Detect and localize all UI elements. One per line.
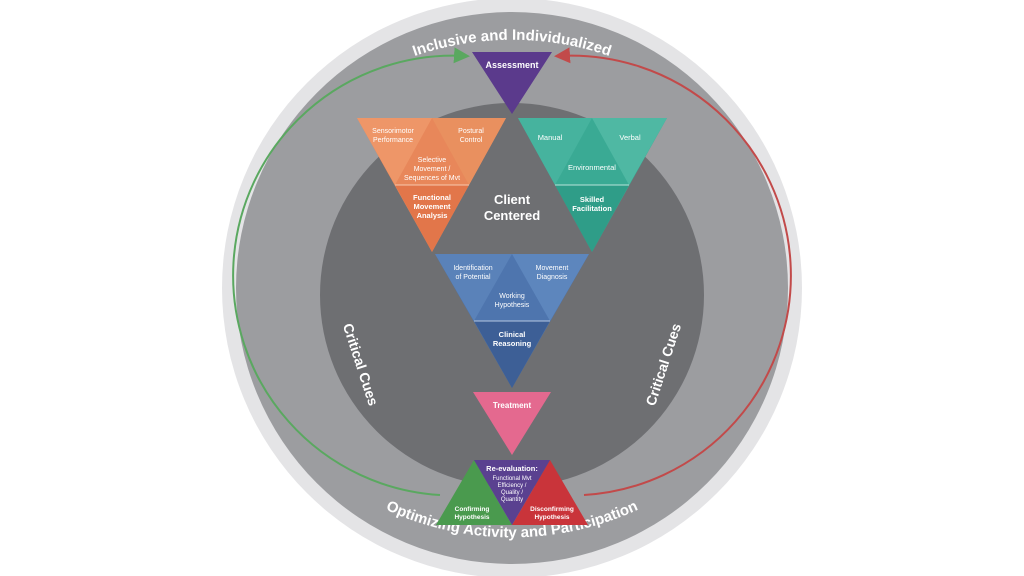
clinical-title-1: Clinical [499,330,526,339]
reevaluation-line-4: Quantity [501,497,523,503]
skilled-facilitation: Manual Verbal Environmental Skilled Faci… [518,118,667,252]
clinical-movement-1: Movement [536,265,569,272]
fma-sub-sensorimotor [357,118,432,185]
confirming-line-1: Confirming [455,506,490,513]
disconfirming-triangle [512,460,588,525]
clinical-sub-movement [512,254,589,321]
clinical-sub-title [474,321,550,388]
fma-postural-1: Postural [458,128,484,135]
fma-sub-postural [432,118,506,185]
clinical-identification-2: of Potential [455,274,490,281]
reevaluation-triangle [474,460,550,525]
clinical-reasoning: Identification of Potential Movement Dia… [435,254,589,388]
fma-title-1: Functional [413,193,451,202]
assessment-label: Assessment [485,60,538,70]
skilled-environmental: Environmental [568,163,616,172]
fma-title-2: Movement [413,202,451,211]
skilled-sub-title [555,185,629,252]
clinical-title-2: Reasoning [493,339,532,348]
confirming-line-2: Hypothesis [454,514,489,521]
fma-sub-title [395,185,469,252]
reevaluation-line-2: Efficiency / [498,483,527,489]
clinical-identification-1: Identification [453,265,492,272]
fma-sensorimotor-2: Performance [373,137,413,144]
clinical-movement-2: Diagnosis [537,274,568,281]
skilled-title-2: Facilitation [572,204,612,213]
fma-selective-2: Movement / [414,166,451,173]
clinical-working-1: Working [499,293,525,300]
fma-selective-1: Selective [418,157,447,164]
functional-movement-analysis: Sensorimotor Performance Postural Contro… [357,118,506,252]
confirming-triangle [436,460,512,525]
fma-sensorimotor-1: Sensorimotor [372,128,414,135]
assessment-triangle [472,52,552,114]
treatment-label: Treatment [493,401,532,410]
skilled-sub-manual [518,118,592,185]
reevaluation-title: Re-evaluation: [486,464,538,473]
green-feedback-arrow [232,47,470,496]
fma-selective-3: Sequences of Mvt [404,175,460,182]
skilled-title-1: Skilled [580,195,605,204]
hypothesis-cluster: Re-evaluation: Functional Mvt Efficiency… [436,460,588,525]
reevaluation-line-1: Functional Mvt [492,476,531,482]
fma-postural-2: Control [460,137,483,144]
fma-title-3: Analysis [417,211,448,220]
skilled-verbal: Verbal [619,133,641,142]
clinical-working-2: Hypothesis [495,302,530,309]
clinical-sub-identification [435,254,512,321]
disconfirming-line-2: Hypothesis [534,514,569,521]
treatment-triangle [473,392,551,455]
disconfirming-line-1: Disconfirming [530,506,574,513]
reevaluation-line-3: Quality / [501,490,523,496]
center-label-centered: Centered [484,208,540,223]
skilled-sub-verbal [592,118,667,185]
skilled-manual: Manual [538,133,563,142]
red-feedback-arrow [554,47,792,496]
center-label-client: Client [494,192,531,207]
